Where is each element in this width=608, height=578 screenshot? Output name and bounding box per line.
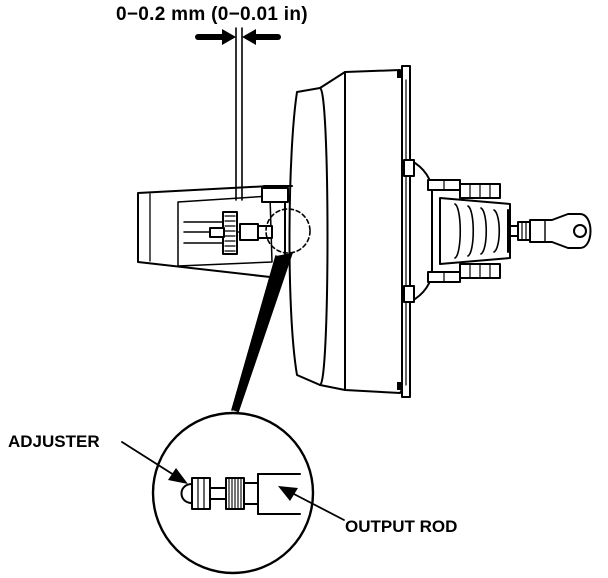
dust-boot <box>454 203 509 259</box>
adjuster-leader-arrow <box>121 441 188 484</box>
adjuster-nut <box>209 211 273 255</box>
booster-rear-hub <box>403 159 511 303</box>
clearance-arrows <box>195 27 281 201</box>
clearance-spec-label: 0−0.2 mm (0−0.01 in) <box>116 4 308 25</box>
detail-view <box>151 411 315 575</box>
detail-callout-circle <box>265 208 311 254</box>
adjuster-label: ADJUSTER <box>8 432 100 451</box>
push-rod-clevis <box>507 213 592 249</box>
output-rod-leader-arrow <box>278 486 345 521</box>
output-rod-label: OUTPUT ROD <box>345 517 458 536</box>
booster-front-shell <box>288 65 411 398</box>
detail-leader <box>231 252 293 413</box>
